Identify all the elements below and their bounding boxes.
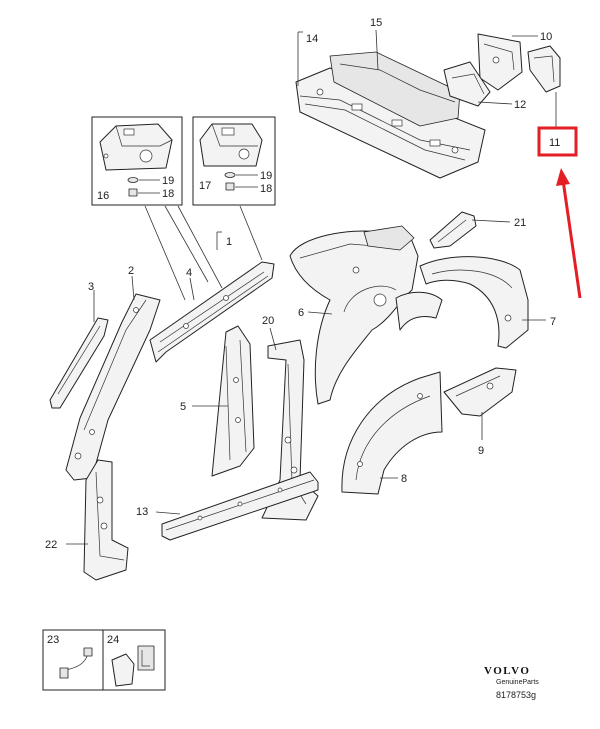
callout-18a: 18 — [162, 188, 174, 200]
callout-3: 3 — [88, 281, 94, 293]
callout-11: 11 — [549, 137, 560, 149]
part-wheelarch-8 — [341, 371, 443, 495]
inset-frame-left — [91, 116, 183, 206]
bolt-18a — [128, 188, 138, 197]
diagram-code: 8178753g — [496, 690, 536, 700]
part-rear-panel — [295, 51, 486, 179]
part-rail-4 — [149, 261, 275, 363]
part-wheelarch-inner — [395, 291, 443, 331]
callout-17: 17 — [199, 180, 211, 192]
volvo-logo: VOLVO — [484, 665, 530, 677]
part-wheelhouse-6 — [289, 225, 419, 405]
part-bracket-12 — [443, 61, 491, 107]
part-wheelarch-7 — [419, 256, 529, 349]
callout-12: 12 — [514, 99, 526, 111]
callout-21: 21 — [514, 217, 526, 229]
washer-19b — [224, 172, 236, 178]
part-pillar-22 — [83, 459, 129, 581]
highlight-arrowhead — [556, 168, 570, 186]
callout-9: 9 — [478, 445, 484, 457]
callout-20: 20 — [262, 315, 274, 327]
part-mount-16 — [99, 123, 173, 171]
callout-8: 8 — [401, 473, 407, 485]
part-clip-24 — [111, 645, 155, 687]
part-bracket-9 — [443, 367, 517, 417]
inset-frame-24 — [102, 629, 166, 691]
part-bracket-11 — [527, 45, 561, 93]
callout-2: 2 — [128, 265, 134, 277]
callout-15: 15 — [370, 17, 382, 29]
highlight-box — [537, 126, 578, 157]
callout-10: 10 — [540, 31, 552, 43]
part-pillar-2 — [65, 293, 161, 481]
callout-19b: 19 — [260, 170, 272, 182]
callout-7: 7 — [550, 316, 556, 328]
part-pillar-3 — [49, 317, 109, 409]
callout-6: 6 — [298, 307, 304, 319]
callout-4: 4 — [186, 267, 192, 279]
bolt-18b — [225, 182, 235, 191]
part-bracket-10 — [477, 33, 523, 91]
part-mount-17 — [199, 123, 263, 167]
part-cable-23 — [59, 647, 93, 679]
part-sill-13 — [161, 471, 319, 541]
callout-5: 5 — [180, 401, 186, 413]
callout-13: 13 — [136, 506, 148, 518]
callout-19a: 19 — [162, 175, 174, 187]
callout-16: 16 — [97, 190, 109, 202]
genuine-parts-text: GenuineParts — [496, 679, 539, 686]
part-pillar-5 — [211, 325, 255, 477]
highlight-arrow — [561, 179, 582, 299]
inset-frame-right — [192, 116, 276, 206]
callout-23: 23 — [47, 634, 59, 646]
washer-19a — [127, 177, 139, 183]
callout-22: 22 — [45, 539, 57, 551]
callout-14: 14 — [306, 33, 318, 45]
callout-24: 24 — [107, 634, 119, 646]
part-bracket-21 — [429, 211, 477, 249]
callout-1: 1 — [226, 236, 232, 248]
callout-18b: 18 — [260, 183, 272, 195]
